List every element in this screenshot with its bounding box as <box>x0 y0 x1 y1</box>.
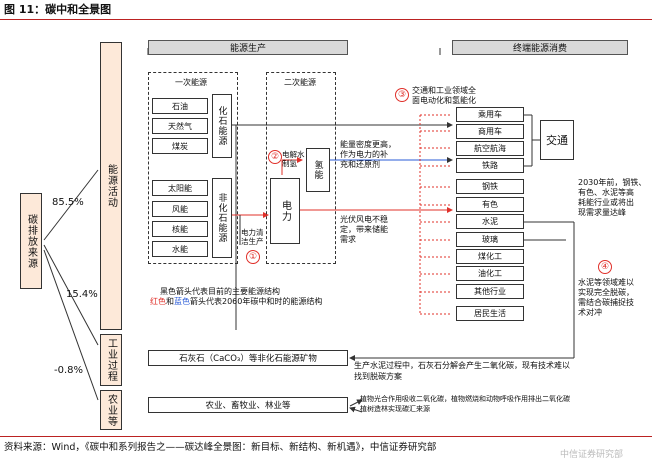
legend-blue-word: 蓝色 <box>174 297 190 306</box>
figure-title: 图 11：碳中和全景图 <box>4 3 112 16</box>
fossil-oil: 石油 <box>152 98 208 114</box>
note-density-1: 能量密度更高， <box>340 140 396 149</box>
note-clean-power: 电力清洁生产 <box>241 228 264 247</box>
pct-energy: 85.5% <box>52 197 84 208</box>
industry-glass: 玻璃 <box>456 232 524 247</box>
industry-oil-chemical: 油化工 <box>456 266 524 281</box>
footer-rule <box>0 436 652 437</box>
nonfossil-energy-label: 非化石能源 <box>216 193 227 243</box>
category-agriculture: 农业等 <box>100 390 122 430</box>
note-electrify-1: 交通和工业领域全 <box>412 86 476 95</box>
nonfossil-nuclear: 核能 <box>152 221 208 237</box>
electricity-box: 电力 <box>270 178 300 244</box>
nonfossil-energy-box: 非化石能源 <box>212 178 232 258</box>
header-final-consumption: 终端能源消费 <box>452 40 628 55</box>
marker-2: ② <box>268 150 282 164</box>
note-peak2030-1: 2030年前，钢铁、 <box>578 178 647 187</box>
legend-color-arrow: 红色和蓝色箭头代表2060年碳中和时的能源结构 <box>150 297 322 307</box>
fossil-gas: 天然气 <box>152 118 208 134</box>
legend-black-arrow: 黑色箭头代表目前的主要能源结构 <box>160 287 280 296</box>
note-cement-4: 术对冲 <box>578 308 602 317</box>
category-energy-label: 能源活动 <box>105 164 117 208</box>
note-process-1: 生产水泥过程中，石灰石分解会产生二氧化碳，现有技术难以 <box>354 361 570 370</box>
secondary-energy-title: 二次能源 <box>284 78 316 87</box>
note-density-3: 充和还原剂 <box>340 160 380 169</box>
industry-residential: 居民生活 <box>456 306 524 321</box>
hydrogen-label: 氢能 <box>312 160 323 180</box>
category-agri-label: 农业等 <box>105 393 117 427</box>
fossil-energy-box: 化石能源 <box>212 94 232 158</box>
industry-nonferrous: 有色 <box>456 197 524 212</box>
agriculture-box: 农业、畜牧业、林业等 <box>148 397 348 413</box>
note-electrify-2: 面电动化和氢能化 <box>412 96 476 105</box>
source-note: 资料来源：Wind，《碳中和系列报告之——碳达峰全景图：新目标、新结构、新机遇》… <box>4 442 437 453</box>
note-peak2030-2: 有色、水泥等高 <box>578 188 634 197</box>
transport-box: 交通 <box>540 120 574 160</box>
industry-steel: 钢铁 <box>456 179 524 194</box>
note-cement-1: 水泥等领域难以 <box>578 278 634 287</box>
note-pv-wind-2: 定，带来储能 <box>340 225 388 234</box>
note-agri-1: 植物光合作用吸收二氧化碳，植物燃烧和动物呼吸作用排出二氧化碳 <box>360 395 570 403</box>
primary-energy-title: 一次能源 <box>175 78 207 87</box>
fossil-coal: 煤炭 <box>152 138 208 154</box>
marker-1: ① <box>246 250 260 264</box>
legend-rest-text: 箭头代表2060年碳中和时的能源结构 <box>190 297 323 306</box>
category-energy-activity: 能源活动 <box>100 42 122 330</box>
header-energy-production: 能源生产 <box>148 40 348 55</box>
fossil-energy-label: 化石能源 <box>216 106 227 146</box>
legend-and-word: 和 <box>166 297 174 306</box>
industry-coal-chemical: 煤化工 <box>456 249 524 264</box>
carbon-source-label: 碳排放来源 <box>25 213 37 269</box>
industry-other: 其他行业 <box>456 284 524 299</box>
primary-energy-group <box>148 72 238 264</box>
note-peak2030-4: 现需求量达峰 <box>578 208 626 217</box>
hydrogen-box: 氢能 <box>306 148 330 192</box>
pct-industry: 15.4% <box>66 289 98 300</box>
nonfossil-wind: 风能 <box>152 201 208 217</box>
title-rule <box>0 19 652 20</box>
note-agri-2: 植树造林实现碳汇来源 <box>360 405 430 413</box>
note-process-2: 找到脱碳方案 <box>354 372 402 381</box>
electricity-label: 电力 <box>279 200 291 222</box>
marker-3: ③ <box>395 88 409 102</box>
legend-red-word: 红色 <box>150 297 166 306</box>
nonfossil-solar: 太阳能 <box>152 180 208 196</box>
transport-commercial-vehicle: 商用车 <box>456 124 524 139</box>
note-pv-wind-3: 需求 <box>340 235 356 244</box>
note-density-2: 作为电力的补 <box>340 150 388 159</box>
category-industrial-process: 工业过程 <box>100 334 122 386</box>
carbon-source-box: 碳排放来源 <box>20 193 42 289</box>
note-peak2030-3: 耗能行业或将出 <box>578 198 634 207</box>
marker-4: ④ <box>598 260 612 274</box>
industry-cement: 水泥 <box>456 214 524 229</box>
nonfossil-hydro: 水能 <box>152 241 208 257</box>
note-cement-3: 需结合碳捕捉技 <box>578 298 634 307</box>
limestone-box: 石灰石（CaCO₃）等非化石能源矿物 <box>148 350 348 366</box>
note-electrolysis: 电解水制氢 <box>282 150 305 169</box>
note-cement-2: 实现完全脱碳， <box>578 288 634 297</box>
category-industry-label: 工业过程 <box>105 338 117 382</box>
note-pv-wind-1: 光伏风电不稳 <box>340 215 388 224</box>
secondary-energy-group <box>266 72 336 264</box>
transport-aviation-shipping: 航空航海 <box>456 141 524 156</box>
transport-railway: 铁路 <box>456 158 524 173</box>
transport-passenger-car: 乘用车 <box>456 107 524 122</box>
watermark: 中信证券研究部 <box>560 450 624 460</box>
pct-agri: -0.8% <box>54 365 84 376</box>
